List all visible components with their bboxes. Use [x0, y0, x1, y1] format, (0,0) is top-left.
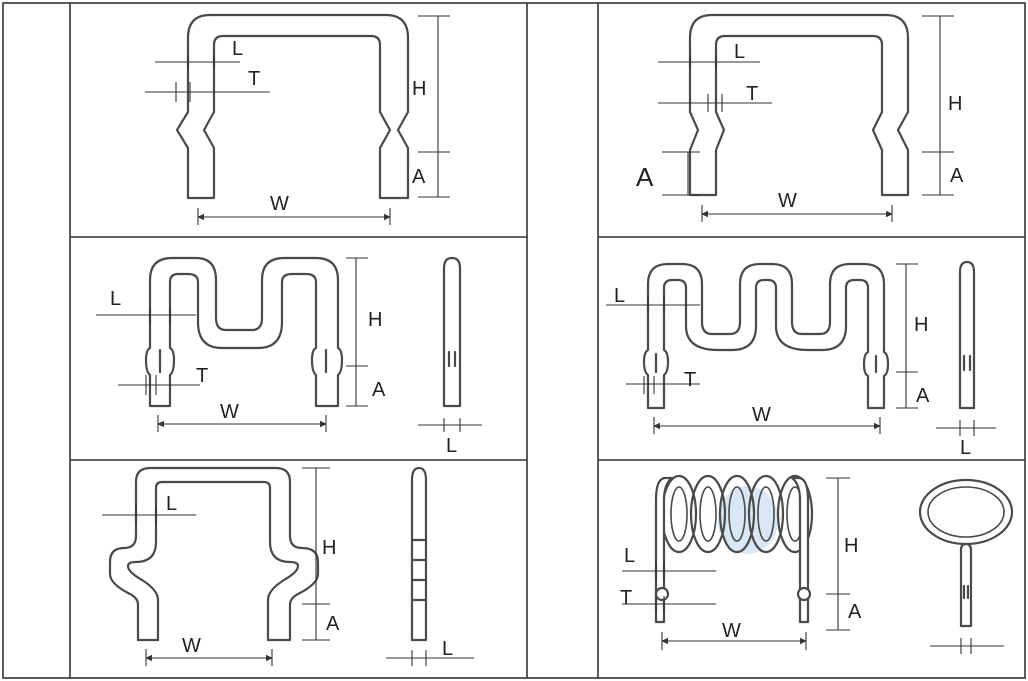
label-length: L — [614, 285, 625, 307]
label-thickness: T — [620, 587, 632, 609]
label-length: L — [232, 38, 243, 60]
label-height: H — [914, 314, 928, 336]
label-thickness: T — [746, 83, 758, 105]
label-leg: A — [916, 385, 930, 407]
shape-u-notched-leg: L T A H A W — [636, 13, 964, 222]
label-length: L — [446, 435, 457, 457]
label-width: W — [220, 401, 239, 423]
shape-serpentine: L T H A W L — [96, 256, 482, 457]
label-height: H — [322, 537, 336, 559]
label-thickness: T — [684, 369, 696, 391]
label-leg: A — [636, 162, 654, 192]
label-thickness: T — [196, 365, 208, 387]
label-leg: A — [412, 166, 426, 188]
label-length: L — [442, 638, 453, 660]
label-length: L — [110, 288, 121, 310]
label-height: H — [368, 309, 382, 331]
shape-serpentine-triple: L T H A W L — [606, 260, 996, 459]
label-height: H — [412, 78, 426, 100]
label-leg: A — [326, 613, 340, 635]
label-leg: A — [848, 601, 862, 623]
label-width: W — [270, 193, 289, 215]
label-width: W — [182, 635, 201, 657]
shape-stepped-u: L H A W L — [102, 466, 474, 666]
label-height: H — [948, 93, 962, 115]
shape-u-notched: L T H A W — [145, 13, 450, 225]
label-leg: A — [372, 379, 386, 401]
label-height: H — [844, 535, 858, 557]
label-width: W — [752, 404, 771, 426]
label-length: L — [166, 493, 177, 515]
label-length: L — [624, 545, 635, 567]
label-length: L — [734, 41, 745, 63]
label-width: W — [778, 190, 797, 212]
label-thickness: T — [248, 68, 260, 90]
label-width: W — [722, 620, 741, 642]
label-length: L — [960, 437, 971, 459]
shape-coil: L T H A W — [620, 474, 1014, 654]
label-leg: A — [950, 165, 964, 187]
